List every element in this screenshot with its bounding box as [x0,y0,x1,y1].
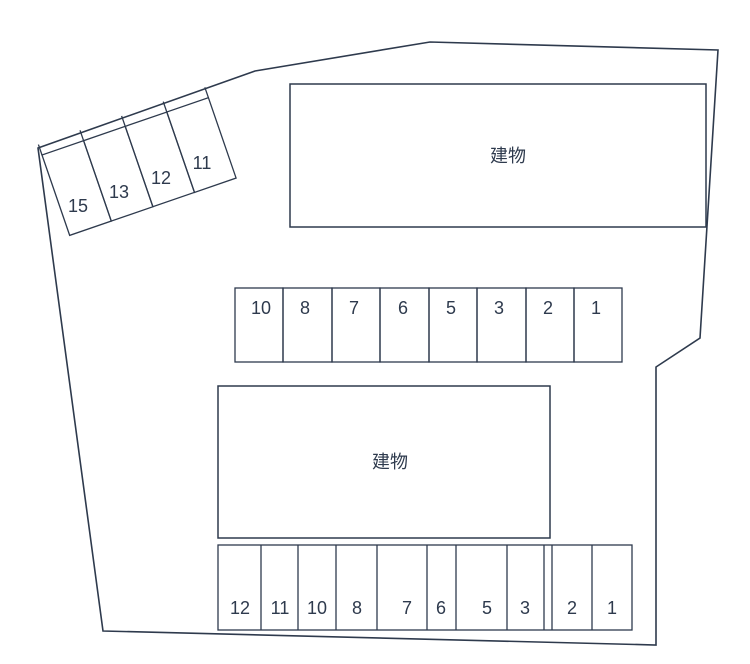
stall-number: 10 [251,298,271,318]
stall-tick [121,115,126,127]
stall-number: 5 [482,598,492,618]
stall-tick [37,144,43,156]
building-bottom-outline [217,385,551,539]
stall-number: 12 [230,598,250,618]
stall-number: 8 [300,298,310,318]
stall-tick [204,87,210,98]
stall-number: 13 [109,182,129,202]
stall-number: 6 [398,298,408,318]
parking-row-middle: 10 8 7 6 5 3 2 1 [234,287,623,363]
building-top-label: 建物 [490,146,526,166]
stall-cell [124,111,196,208]
stall-number: 5 [446,298,456,318]
stall-number: 2 [567,598,577,618]
stall-number: 3 [494,298,504,318]
stall-number: 10 [307,598,327,618]
stall-tick [162,101,168,113]
building-bottom: 建物 [217,385,551,539]
stall-number: 1 [591,298,601,318]
stall-number: 7 [349,298,359,318]
stall-number: 1 [607,598,617,618]
stall-number: 11 [271,598,290,618]
stall-number: 8 [352,598,362,618]
building-bottom-label: 建物 [372,452,408,472]
stall-cell [82,125,154,222]
parking-row-angled: 15 13 12 11 [37,87,237,237]
stall-cell [573,287,623,363]
stall-tick [79,130,85,141]
stall-cell [165,96,237,194]
parking-row-bottom: 12 11 10 8 7 6 5 3 2 1 [217,544,633,631]
site-boundary [37,41,719,646]
stall-cell [41,139,113,237]
stall-number: 15 [68,196,88,216]
building-top: 建物 [289,83,707,228]
stall-number: 3 [520,598,530,618]
stall-number: 7 [402,598,412,618]
stall-number: 12 [151,168,171,188]
stall-number: 6 [436,598,446,618]
stall-number: 11 [193,153,212,173]
building-top-outline [289,83,707,228]
stall-number: 2 [543,298,553,318]
parking-row-bottom-outline [217,544,633,631]
